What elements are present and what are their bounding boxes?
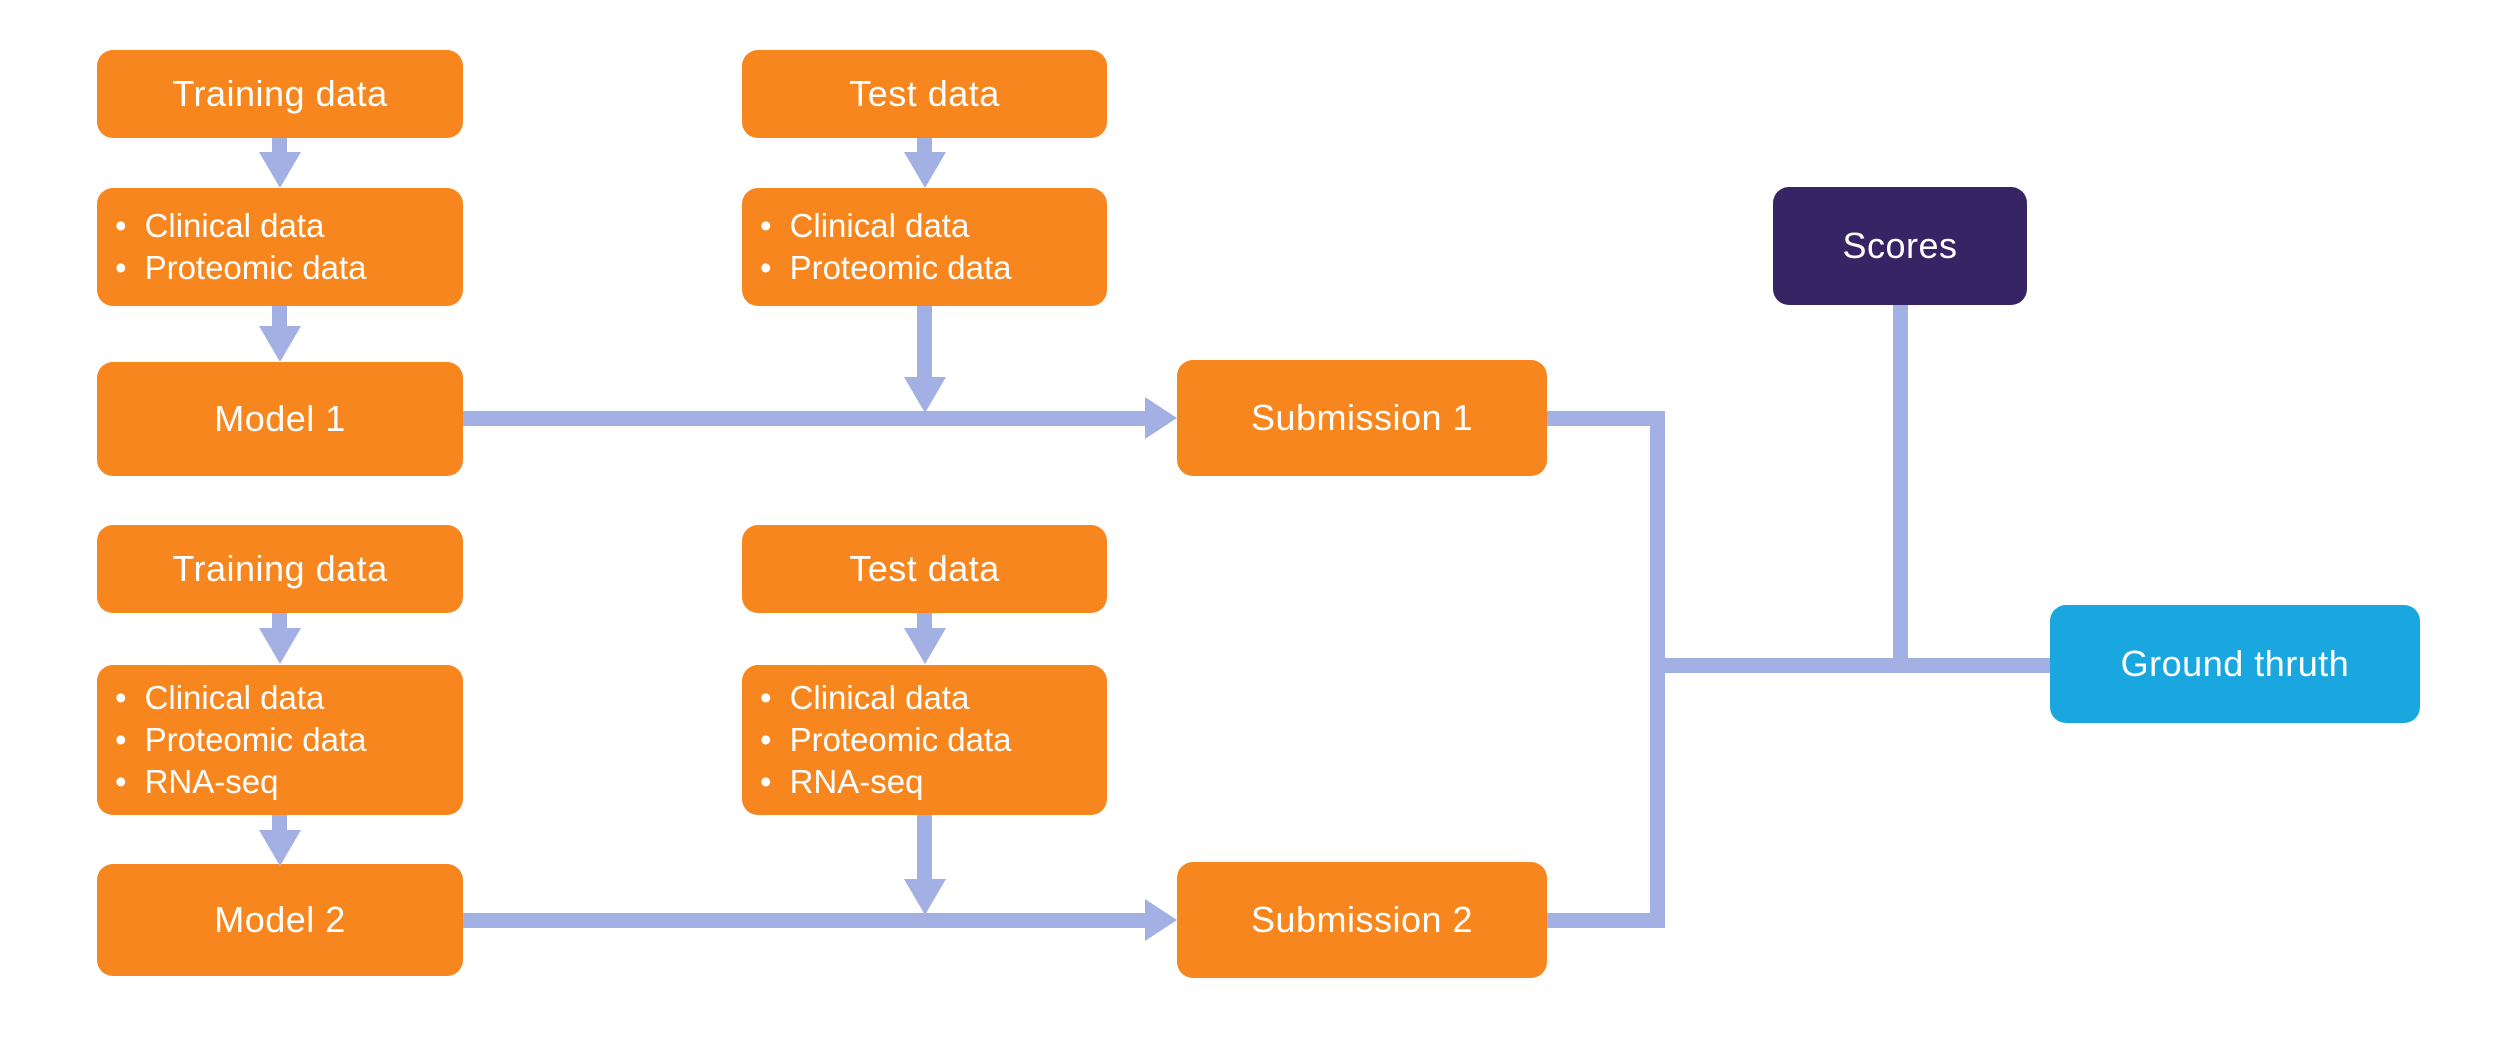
line-model2-to-submission2 [463,913,1147,928]
line-submission1-right [1547,411,1665,426]
arrow-model1-to-submission1-head [1145,397,1177,439]
node-ground-truth: Ground thruth [2050,605,2420,723]
list-item: • RNA-seq [115,761,367,803]
node-label: Model 1 [214,398,346,439]
list-item: • Clinical data [760,677,1012,719]
list-item-label: Proteomic data [789,249,1012,286]
node-test-inputs-2: • Clinical data • Proteomic data • RNA-seq [742,665,1107,815]
node-label: Test data [849,548,1000,589]
line-scores-vertical [1893,305,1908,673]
line-submission2-right [1547,913,1665,928]
arrow-test1-to-testinputs1-shaft [917,138,932,154]
node-training-data-1: Training data [97,50,463,138]
node-training-inputs-1: • Clinical data • Proteomic data [97,188,463,306]
arrow-inputs1-to-model1-shaft [272,306,287,328]
bullet-glyph: • [760,679,772,716]
bullet-glyph: • [760,721,772,758]
list-item-label: Clinical data [789,679,970,716]
node-label: Model 2 [214,899,346,940]
arrow-test2-to-testinputs2-shaft [917,613,932,630]
arrow-inputs1-to-model1-head [259,326,301,362]
arrow-testinputs2-to-line2-shaft [917,815,932,881]
node-label: Submission 2 [1250,899,1474,940]
arrow-training1-to-inputs1-head [259,152,301,188]
list-item: • Clinical data [115,677,367,719]
list-item-label: Clinical data [144,207,325,244]
list-item-label: Proteomic data [789,721,1012,758]
list-item-label: RNA-seq [144,763,279,800]
node-label: Submission 1 [1250,397,1474,438]
list-item: • Proteomic data [115,719,367,761]
arrow-training2-to-inputs2-head [259,628,301,664]
list-item-label: RNA-seq [789,763,924,800]
node-label: Ground thruth [2120,643,2350,684]
bullet-glyph: • [115,679,127,716]
input-list: • Clinical data • Proteomic data [97,205,377,289]
node-submission-1: Submission 1 [1177,360,1547,476]
list-item: • Clinical data [760,205,1012,247]
arrow-training2-to-inputs2-shaft [272,613,287,630]
list-item-label: Clinical data [789,207,970,244]
arrow-testinputs1-to-line1-head [904,377,946,413]
bullet-glyph: • [115,721,127,758]
list-item: • Proteomic data [760,247,1012,289]
node-label: Test data [849,73,1000,114]
list-item: • Proteomic data [115,247,367,289]
list-item: • Clinical data [115,205,367,247]
bullet-glyph: • [115,763,127,800]
node-training-inputs-2: • Clinical data • Proteomic data • RNA-seq [97,665,463,815]
list-item: • RNA-seq [760,761,1012,803]
node-test-data-1: Test data [742,50,1107,138]
node-label: Training data [172,548,388,589]
bullet-glyph: • [115,249,127,286]
node-label: Scores [1842,225,1958,266]
node-model-1: Model 1 [97,362,463,476]
node-submission-2: Submission 2 [1177,862,1547,978]
arrow-test1-to-testinputs1-head [904,152,946,188]
node-label: Training data [172,73,388,114]
arrow-training1-to-inputs1-shaft [272,138,287,154]
bullet-glyph: • [760,207,772,244]
arrow-inputs2-to-model2-head [259,830,301,866]
bullet-glyph: • [760,763,772,800]
list-item-label: Clinical data [144,679,325,716]
node-test-inputs-1: • Clinical data • Proteomic data [742,188,1107,306]
arrow-testinputs2-to-line2-head [904,879,946,915]
list-item-label: Proteomic data [144,721,367,758]
list-item-label: Proteomic data [144,249,367,286]
bullet-glyph: • [115,207,127,244]
arrow-test2-to-testinputs2-head [904,628,946,664]
input-list: • Clinical data • Proteomic data [742,205,1022,289]
bullet-glyph: • [760,249,772,286]
input-list: • Clinical data • Proteomic data • RNA-seq [97,677,377,803]
node-training-data-2: Training data [97,525,463,613]
node-scores: Scores [1773,187,2027,305]
line-model1-to-submission1 [463,411,1147,426]
line-junction-to-ground-truth [1650,658,2050,673]
arrow-model2-to-submission2-head [1145,899,1177,941]
arrow-inputs2-to-model2-shaft [272,815,287,832]
input-list: • Clinical data • Proteomic data • RNA-seq [742,677,1022,803]
node-test-data-2: Test data [742,525,1107,613]
list-item: • Proteomic data [760,719,1012,761]
node-model-2: Model 2 [97,864,463,976]
arrow-testinputs1-to-line1-shaft [917,306,932,379]
